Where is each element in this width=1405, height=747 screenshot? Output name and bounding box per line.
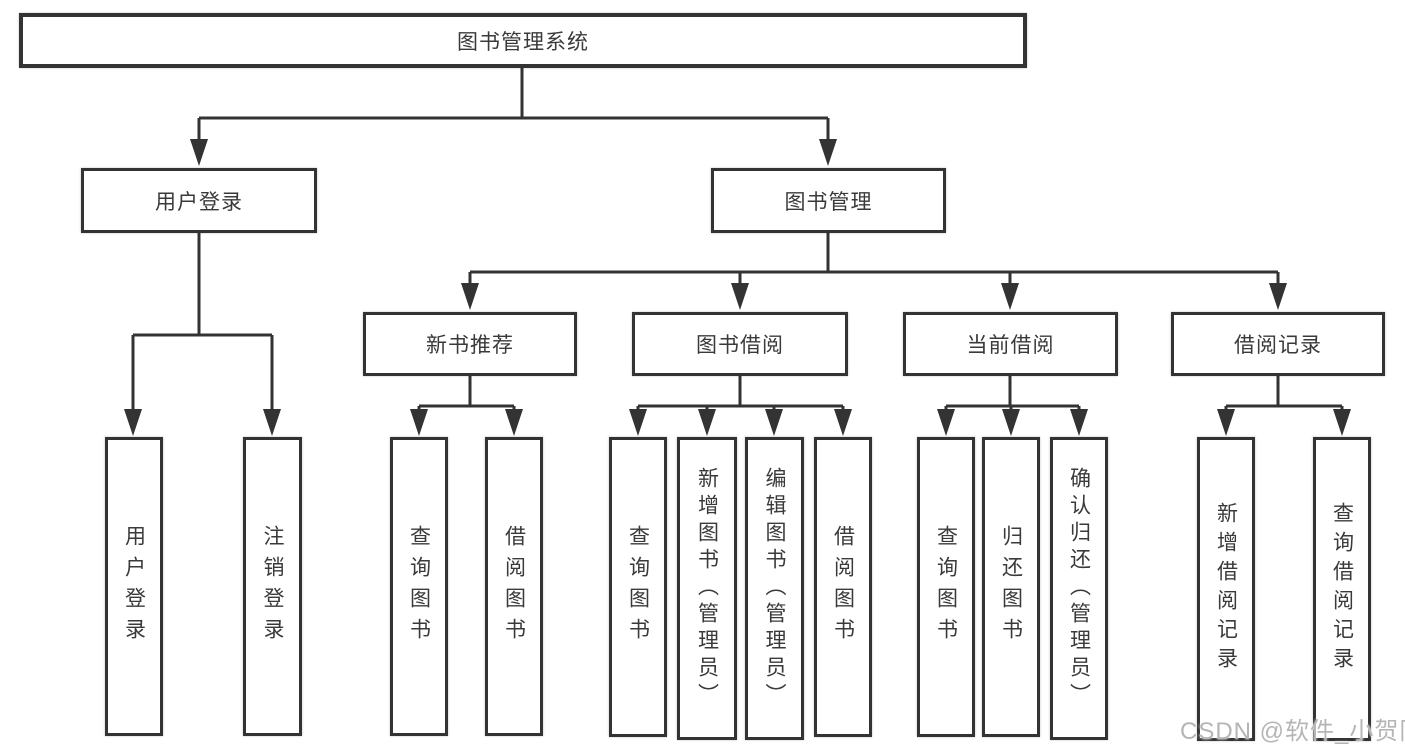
leaf-return-books: 归还图书 — [982, 437, 1040, 737]
leaf-add-books-admin-label: 新增图书（管理员） — [695, 467, 719, 710]
arrow-down-icon — [263, 409, 281, 436]
watermark: CSDN @软件_小贺同学 — [1180, 718, 1405, 745]
node-book-management: 图书管理 — [711, 168, 946, 233]
arrow-down-icon — [1070, 409, 1088, 436]
node-borrowing-records-label: 借阅记录 — [1234, 334, 1322, 357]
node-user-login: 用户登录 — [81, 168, 317, 233]
node-new-book-recommend: 新书推荐 — [363, 312, 577, 376]
arrow-down-icon — [124, 409, 142, 436]
leaf-add-books-admin: 新增图书（管理员） — [677, 437, 737, 740]
arrow-down-icon — [505, 409, 523, 436]
leaf-add-borrow-record-label: 新增借阅记录 — [1214, 502, 1238, 676]
leaf-return-books-label: 归还图书 — [999, 525, 1023, 649]
leaf-query-borrow-record-label: 查询借阅记录 — [1330, 502, 1354, 676]
node-current-borrowing: 当前借阅 — [903, 312, 1118, 376]
arrow-down-icon — [698, 409, 716, 436]
leaf-borrow-books-recommend-label: 借阅图书 — [502, 524, 526, 649]
leaf-edit-books-admin: 编辑图书（管理员） — [745, 437, 804, 740]
node-user-login-label: 用户登录 — [155, 190, 243, 214]
leaf-query-books-recommend-label: 查询图书 — [407, 524, 431, 649]
node-book-management-label: 图书管理 — [784, 190, 873, 214]
leaf-confirm-return-admin: 确认归还（管理员） — [1050, 437, 1108, 740]
leaf-query-books-current: 查询图书 — [917, 437, 975, 737]
node-current-borrowing-label: 当前借阅 — [966, 334, 1055, 357]
arrow-down-icon — [1217, 409, 1235, 436]
arrow-down-icon — [410, 409, 428, 436]
leaf-user-login-label: 用户登录 — [122, 524, 146, 649]
leaf-borrow-books: 借阅图书 — [814, 437, 872, 737]
connector-bookmgmt-to-level2 — [468, 233, 1280, 286]
arrow-down-icon — [731, 283, 749, 310]
leaf-logout: 注销登录 — [243, 437, 302, 736]
leaf-confirm-return-admin-label: 确认归还（管理员） — [1067, 467, 1091, 710]
arrow-down-icon — [1269, 283, 1287, 310]
leaf-query-books-recommend: 查询图书 — [390, 437, 448, 736]
leaf-logout-label: 注销登录 — [261, 524, 284, 649]
arrow-down-icon — [834, 409, 852, 436]
arrow-down-icon — [1333, 409, 1351, 436]
leaf-query-books-borrowing-label: 查询图书 — [626, 525, 650, 649]
node-new-book-recommend-label: 新书推荐 — [426, 334, 514, 357]
arrow-down-icon — [937, 409, 955, 436]
connector-currentborrow-children — [944, 376, 1081, 412]
leaf-edit-books-admin-label: 编辑图书（管理员） — [763, 467, 786, 710]
node-library-management-system: 图书管理系统 — [19, 13, 1027, 68]
arrow-down-icon — [765, 409, 783, 436]
leaf-borrow-books-label: 借阅图书 — [831, 525, 855, 649]
leaf-query-borrow-record: 查询借阅记录 — [1313, 437, 1371, 741]
connector-records-children — [1224, 376, 1344, 412]
arrow-down-icon — [190, 139, 208, 166]
connector-userlogin-children — [131, 233, 274, 412]
arrow-down-icon — [1002, 409, 1020, 436]
leaf-add-borrow-record: 新增借阅记录 — [1197, 437, 1255, 741]
leaf-query-books-current-label: 查询图书 — [934, 525, 958, 649]
node-borrowing-records: 借阅记录 — [1171, 312, 1385, 376]
connector-root-to-level1 — [197, 68, 830, 142]
connector-newbook-children — [417, 376, 516, 412]
node-book-borrowing-label: 图书借阅 — [696, 334, 784, 357]
arrow-down-icon — [461, 283, 479, 310]
node-library-management-system-label: 图书管理系统 — [457, 30, 589, 54]
arrow-down-icon — [1001, 283, 1019, 310]
leaf-user-login: 用户登录 — [105, 437, 163, 736]
leaf-query-books-borrowing: 查询图书 — [609, 437, 667, 737]
arrowheads — [124, 139, 1351, 436]
connector-paths — [131, 68, 1344, 412]
leaf-borrow-books-recommend: 借阅图书 — [485, 437, 543, 736]
arrow-down-icon — [629, 409, 647, 436]
arrow-down-icon — [819, 139, 837, 166]
connector-bookborrow-children — [636, 376, 845, 412]
node-book-borrowing: 图书借阅 — [632, 312, 848, 376]
